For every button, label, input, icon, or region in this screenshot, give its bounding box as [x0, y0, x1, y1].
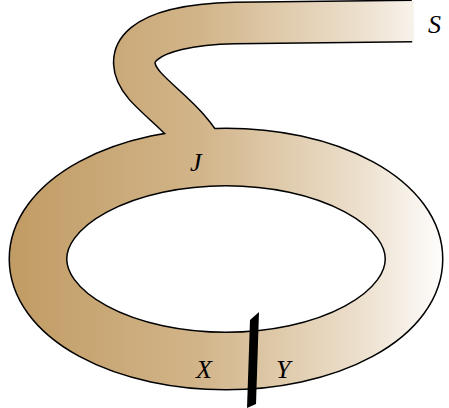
point-label: J	[190, 150, 202, 176]
tail-band	[134, 21, 414, 160]
loop-outline	[38, 157, 414, 361]
cut-bar	[247, 312, 259, 408]
point-label: X	[196, 357, 212, 383]
loop-band	[38, 157, 414, 361]
point-label: S	[428, 12, 441, 38]
point-label: Y	[276, 357, 290, 383]
